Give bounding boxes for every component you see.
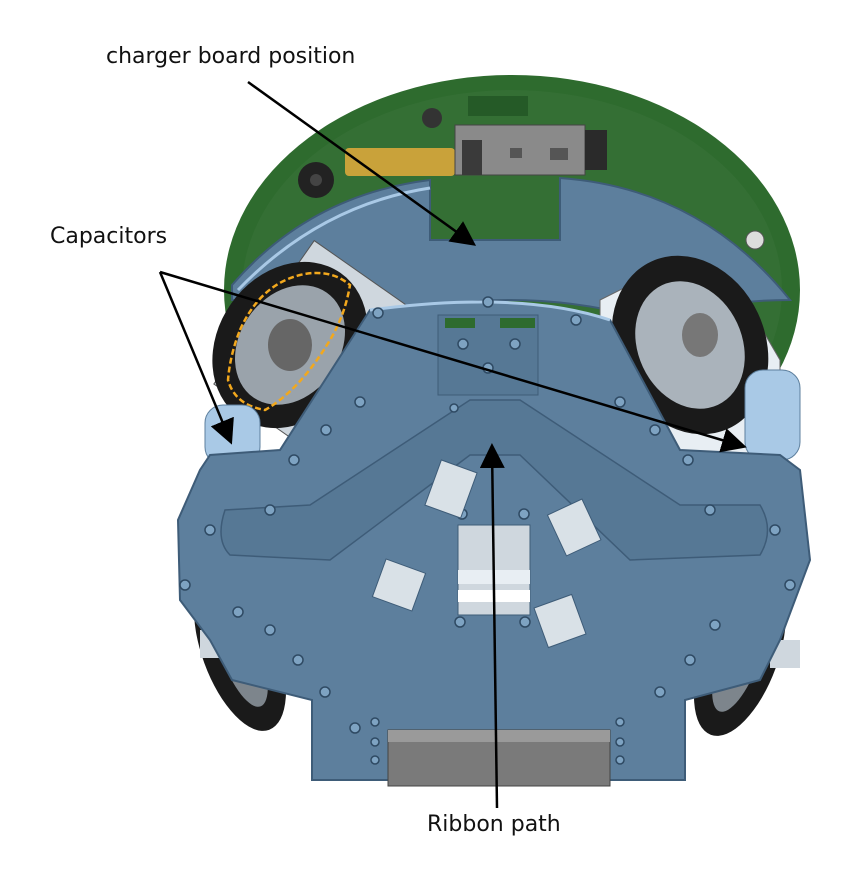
bolts bbox=[179, 296, 796, 765]
pcb-components bbox=[298, 108, 765, 250]
yellow-connector bbox=[345, 148, 455, 176]
ribbon-path-label: Ribbon path bbox=[427, 812, 561, 837]
mounting-brackets bbox=[371, 459, 602, 649]
capacitor-arrow-right bbox=[159, 270, 747, 453]
ribbon-arrow bbox=[479, 443, 505, 809]
charger-board-label: charger board position bbox=[106, 44, 356, 69]
capacitor-outline bbox=[226, 271, 352, 412]
capacitor-right bbox=[744, 369, 801, 461]
capacitors-label: Capacitors bbox=[50, 224, 168, 249]
left-omni-wheel bbox=[212, 239, 422, 460]
capacitor-arrow-left bbox=[158, 271, 234, 445]
annotation-arrows bbox=[158, 80, 747, 809]
charger-arrow bbox=[247, 80, 477, 246]
